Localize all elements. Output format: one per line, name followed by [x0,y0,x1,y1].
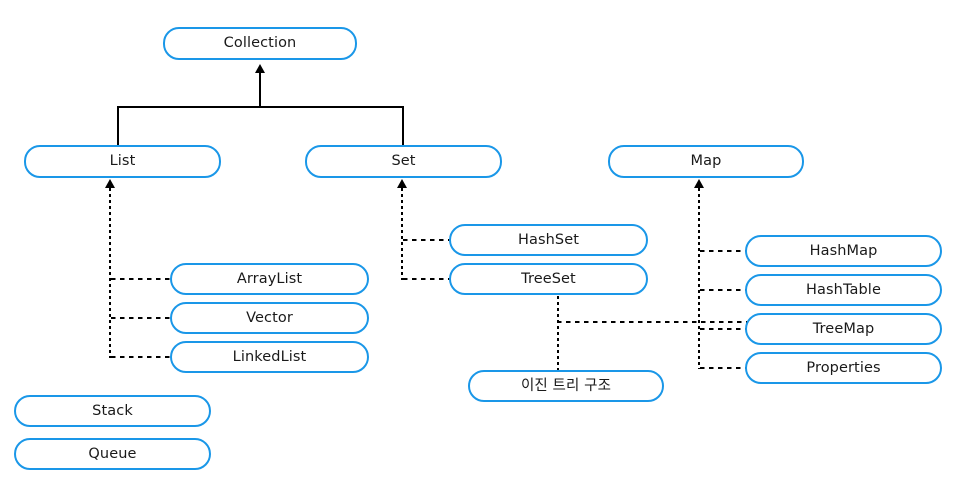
connector-treemap [700,328,747,330]
node-treeset[interactable]: TreeSet [449,263,648,295]
node-linkedlist[interactable]: LinkedList [170,341,369,373]
connector-collection-bar [117,106,404,108]
arrow-collection [255,64,265,73]
node-stack[interactable]: Stack [14,395,211,427]
connector-hashset [403,239,450,241]
node-hashset[interactable]: HashSet [449,224,648,256]
node-treeset-label: TreeSet [521,270,576,287]
arrow-list [105,179,115,188]
node-binary-tree-note[interactable]: 이진 트리 구조 [468,370,664,402]
node-set[interactable]: Set [305,145,502,178]
connector-treeset [403,278,450,280]
node-binary-tree-note-label: 이진 트리 구조 [520,377,612,394]
node-collection[interactable]: Collection [163,27,357,60]
node-hashmap-label: HashMap [809,242,878,259]
node-hashtable[interactable]: HashTable [745,274,942,306]
node-collection-label: Collection [223,35,297,52]
node-map-label: Map [690,153,722,170]
connector-properties [700,367,747,369]
connector-collection-stem [259,72,261,108]
connector-list-riser [117,106,119,146]
connector-linkedlist [111,356,171,358]
connector-arraylist [111,278,171,280]
connector-hashtable [700,289,747,291]
connector-set-trunk [401,188,403,280]
connector-vector [111,317,171,319]
node-list[interactable]: List [24,145,221,178]
node-queue-label: Queue [88,445,137,462]
connector-treeset-treemap [557,321,747,323]
node-vector[interactable]: Vector [170,302,369,334]
node-hashmap[interactable]: HashMap [745,235,942,267]
node-hashtable-label: HashTable [806,281,881,298]
connector-hashmap [700,250,747,252]
arrow-map [694,179,704,188]
node-properties-label: Properties [806,359,881,376]
node-linkedlist-label: LinkedList [232,348,307,365]
node-hashset-label: HashSet [517,231,580,248]
node-vector-label: Vector [246,309,293,326]
connector-set-riser [402,106,404,146]
node-queue[interactable]: Queue [14,438,211,470]
connector-map-trunk [698,188,700,369]
connector-treeset-note-trunk [557,296,559,371]
node-set-label: Set [391,153,416,170]
node-stack-label: Stack [92,402,133,419]
node-treemap-label: TreeMap [812,320,875,337]
arrow-set [397,179,407,188]
node-properties[interactable]: Properties [745,352,942,384]
node-treemap[interactable]: TreeMap [745,313,942,345]
node-list-label: List [109,153,136,170]
node-arraylist[interactable]: ArrayList [170,263,369,295]
node-arraylist-label: ArrayList [236,270,303,287]
node-map[interactable]: Map [608,145,804,178]
connector-list-trunk [109,188,111,358]
